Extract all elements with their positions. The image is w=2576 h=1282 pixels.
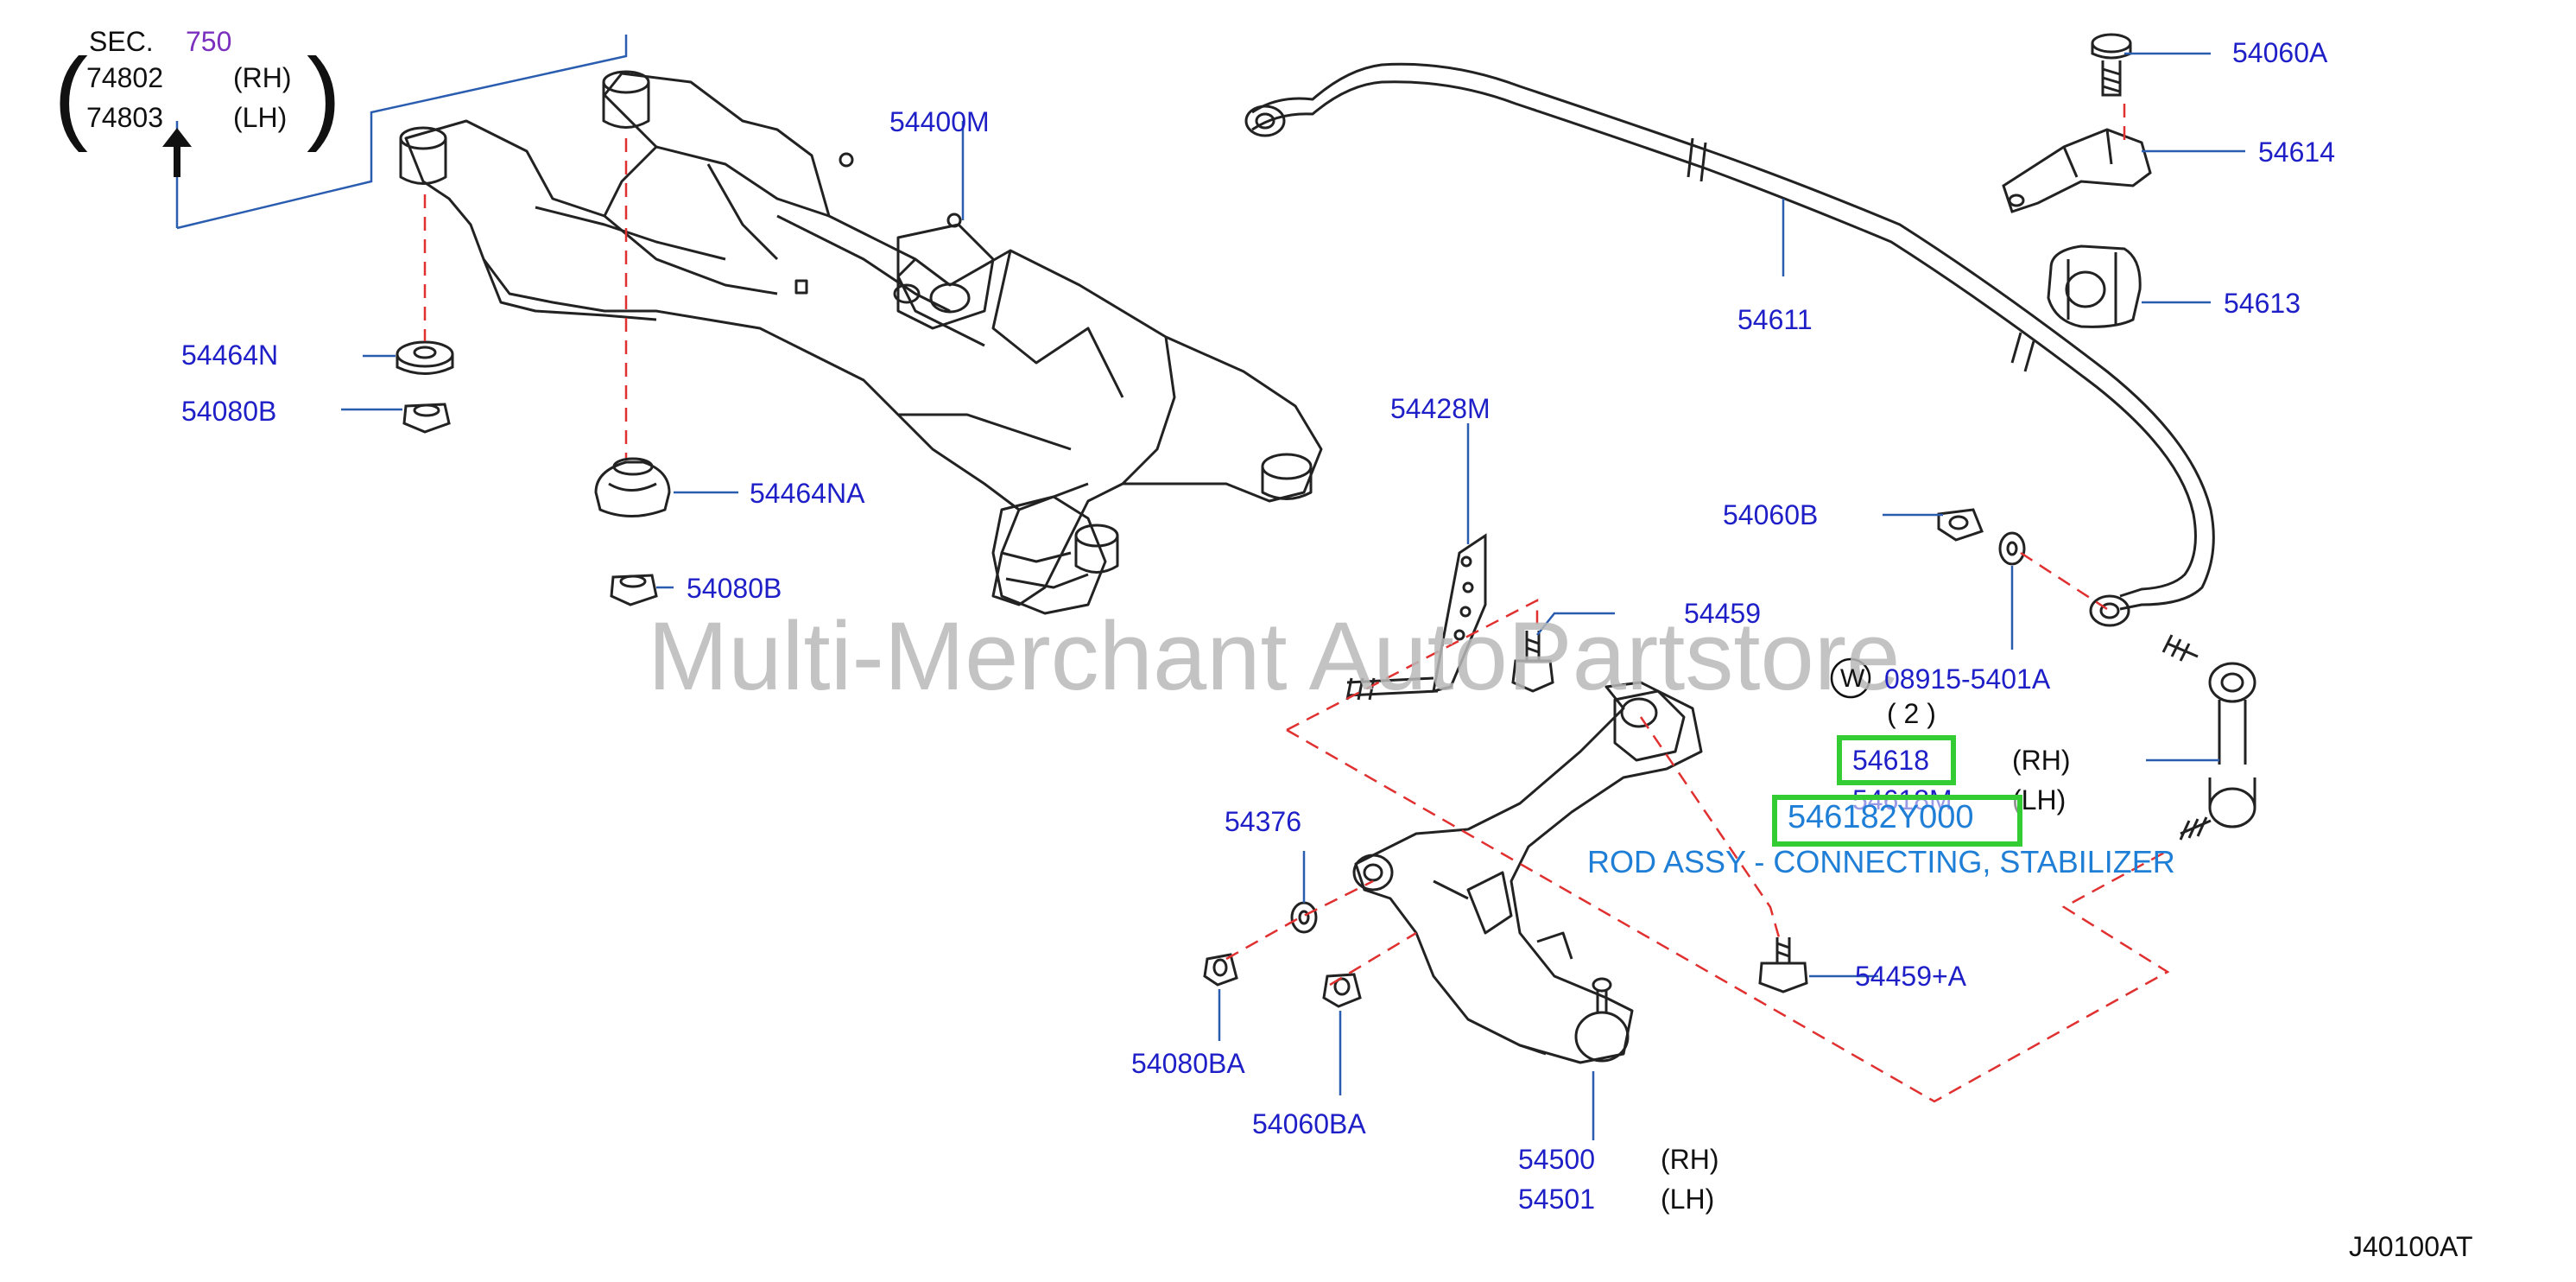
bolt-54060A[interactable] bbox=[2091, 33, 2132, 97]
callout-54618-rh: (RH) bbox=[2012, 745, 2071, 776]
nut-54080B-upper[interactable] bbox=[402, 403, 451, 434]
section-paren-left: ( bbox=[54, 37, 88, 153]
callout-54060B[interactable]: 54060B bbox=[1723, 499, 1819, 530]
callout-54060A[interactable]: 54060A bbox=[2232, 37, 2328, 68]
section-arrow-icon bbox=[162, 128, 192, 177]
nut-54080B-lower[interactable] bbox=[610, 574, 658, 606]
callout-54376[interactable]: 54376 bbox=[1225, 806, 1301, 837]
nut-54080BA[interactable] bbox=[1203, 953, 1238, 987]
callout-54080BA[interactable]: 54080BA bbox=[1131, 1048, 1245, 1079]
highlight-description: ROD ASSY - CONNECTING, STABILIZER bbox=[1587, 844, 2175, 879]
stabilizer-bushing[interactable] bbox=[2047, 244, 2142, 328]
section-paren-right: ) bbox=[307, 37, 341, 153]
washer-54376[interactable] bbox=[1290, 901, 1318, 934]
bolt-54459A[interactable] bbox=[1758, 937, 1808, 993]
washer-54464N[interactable] bbox=[396, 340, 454, 375]
watermark: Multi-Merchant AutoPartstore bbox=[648, 602, 1901, 710]
quantity-2: ( 2 ) bbox=[1887, 698, 1936, 729]
leader-lines bbox=[175, 35, 2245, 1140]
dashed-leaders bbox=[423, 104, 2170, 1103]
nut-54060BA[interactable] bbox=[1322, 973, 1362, 1008]
callout-54613[interactable]: 54613 bbox=[2224, 288, 2301, 319]
callout-54501-lh: (LH) bbox=[1661, 1184, 1715, 1215]
section-number-link[interactable]: 750 bbox=[186, 26, 232, 57]
callout-54611[interactable]: 54611 bbox=[1737, 304, 1813, 335]
front-suspension-member[interactable] bbox=[399, 70, 1323, 615]
highlight-part-number[interactable]: 546182Y000 bbox=[1788, 799, 1974, 835]
callout-08915-5401A[interactable]: 08915-5401A bbox=[1884, 663, 2051, 695]
section-part-lh[interactable]: 74803 bbox=[86, 102, 163, 133]
nut-54060B[interactable] bbox=[1937, 508, 1984, 542]
callout-54464NA[interactable]: 54464NA bbox=[750, 478, 865, 509]
section-side-lh: (LH) bbox=[233, 102, 288, 133]
diagram-code: J40100AT bbox=[2349, 1231, 2473, 1262]
callout-54080B-lower[interactable]: 54080B bbox=[687, 573, 782, 604]
lower-link[interactable] bbox=[1345, 533, 1487, 701]
callout-54500-rh: (RH) bbox=[1661, 1144, 1719, 1175]
callout-54501[interactable]: 54501 bbox=[1518, 1184, 1595, 1215]
stabilizer-bar[interactable] bbox=[1244, 62, 2215, 627]
w-mark: W bbox=[1840, 664, 1865, 693]
callout-54060BA[interactable]: 54060BA bbox=[1252, 1108, 1366, 1139]
section-part-rh[interactable]: 74802 bbox=[86, 62, 163, 93]
callout-54080B-upper[interactable]: 54080B bbox=[181, 396, 277, 427]
highlight-box-part-number bbox=[1772, 795, 2022, 847]
washer-08915[interactable] bbox=[1998, 531, 2026, 566]
callout-54464N[interactable]: 54464N bbox=[181, 340, 279, 371]
callout-54459[interactable]: 54459 bbox=[1684, 598, 1761, 629]
w-mark-circle bbox=[1830, 657, 1871, 699]
stabilizer-connecting-rod[interactable] bbox=[2161, 634, 2256, 841]
stabilizer-bracket[interactable] bbox=[2002, 128, 2152, 213]
section-side-rh: (RH) bbox=[233, 62, 292, 93]
callout-54428M[interactable]: 54428M bbox=[1390, 393, 1491, 424]
callout-54459A[interactable]: 54459+A bbox=[1855, 961, 1967, 992]
highlight-box-54618 bbox=[1837, 735, 1956, 785]
callout-54618[interactable]: 54618 bbox=[1852, 745, 1929, 776]
mount-54464NA[interactable] bbox=[594, 457, 671, 517]
callout-54614[interactable]: 54614 bbox=[2258, 136, 2335, 168]
callout-54500[interactable]: 54500 bbox=[1518, 1144, 1595, 1175]
transverse-link[interactable] bbox=[1352, 681, 1703, 1064]
bolt-54459[interactable] bbox=[1511, 631, 1554, 693]
section-label: SEC. bbox=[89, 26, 154, 57]
callout-54400M[interactable]: 54400M bbox=[889, 106, 990, 137]
